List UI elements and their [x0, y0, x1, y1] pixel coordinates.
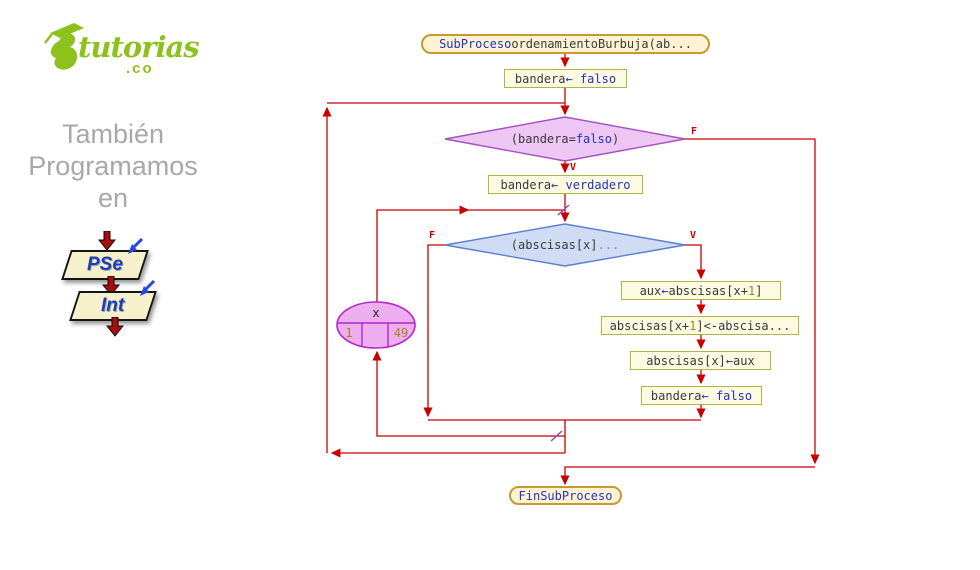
badge-cursor-icon	[128, 238, 144, 254]
badge-arrow-down-icon	[102, 276, 120, 296]
assign-aux-node: aux ← abscisas[x+1]	[621, 281, 781, 300]
while-decision-diamond	[444, 116, 686, 162]
while-false-label: F	[691, 126, 698, 137]
tutorias-logo-tld: .co	[126, 60, 154, 77]
edge-for-next	[376, 205, 470, 302]
end-node: FinSubProceso	[509, 486, 622, 505]
if-condition-text: (abscisas[x]...	[510, 238, 620, 252]
assign-back-node: abscisas[x] ← aux	[630, 351, 771, 370]
assign-swap-node: abscisas[x+1]<-abscisa...	[601, 316, 799, 335]
for-counter-from: 1	[345, 326, 353, 340]
edge-if-true	[685, 244, 706, 280]
tagline-line-3: en	[97, 183, 129, 213]
if-decision-diamond	[444, 223, 686, 267]
junction-tick	[550, 430, 563, 442]
tagline-line-1: También	[61, 119, 165, 149]
tagline: También Programamos en	[0, 118, 226, 214]
for-counter-variable: x	[372, 306, 380, 320]
assign-bandera-falso-node: bandera ← falso	[504, 69, 627, 88]
while-condition-text: (bandera=falso)	[510, 132, 620, 146]
edge-exit-to-end	[560, 466, 815, 486]
badge-cursor-icon	[140, 280, 156, 296]
while-true-label: V	[570, 162, 577, 173]
junction-tick	[557, 204, 570, 216]
if-false-label: F	[429, 230, 436, 241]
edge-while-f-exit	[685, 138, 820, 465]
edge-for-back	[372, 350, 565, 437]
connectors	[322, 54, 820, 486]
tagline-line-2: Programamos	[28, 151, 198, 181]
badge-arrow-down-icon	[98, 231, 116, 251]
if-true-label: V	[690, 230, 697, 241]
junction-ticks	[550, 204, 570, 442]
tutorias-mascot-icon	[44, 23, 84, 70]
tutorias-logo: tutorias	[78, 30, 200, 64]
for-loop-ellipse	[336, 301, 416, 349]
for-counter-to: 49	[393, 326, 409, 340]
edge-if-false	[423, 244, 445, 418]
assign-bandera-falso-2-node: bandera ← falso	[641, 386, 762, 405]
assign-bandera-verdadero-node: bandera ← verdadero	[488, 175, 643, 194]
start-node: SubProceso ordenamientoBurbuja(ab...	[421, 34, 710, 54]
badge-arrow-down-icon	[106, 317, 124, 337]
